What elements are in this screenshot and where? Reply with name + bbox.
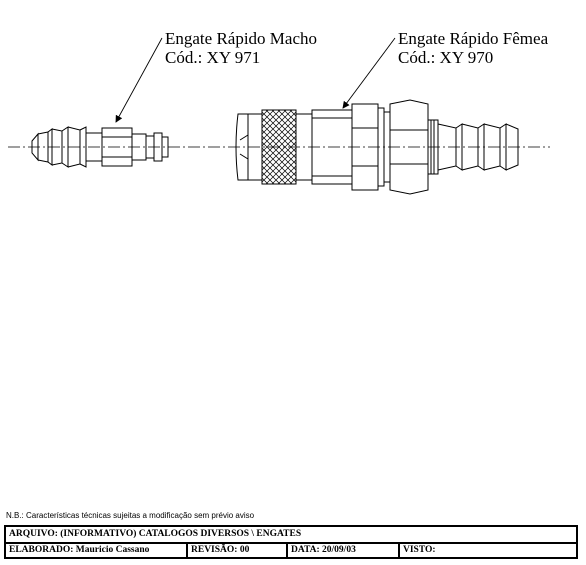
male-coupling-callout: Engate Rápido Macho Cód.: XY 971 xyxy=(165,29,317,67)
title-block-info-row: ELABORADO: Mauricio Cassano REVISÃO: 00 … xyxy=(6,543,576,558)
approval-label: VISTO: xyxy=(403,545,436,555)
female-coupling-title: Engate Rápido Fêmea xyxy=(398,29,549,48)
technical-drawing xyxy=(8,37,550,195)
file-label: ARQUIVO: (INFORMATIVO) CATALOGOS DIVERSO… xyxy=(9,529,302,539)
author-cell: ELABORADO: Mauricio Cassano xyxy=(6,543,186,558)
revision-label: REVISÃO: 00 xyxy=(191,545,250,555)
male-coupling-code: Cód.: XY 971 xyxy=(165,48,261,67)
date-label: DATA: 20/09/03 xyxy=(291,545,356,555)
revision-cell: REVISÃO: 00 xyxy=(186,543,286,558)
disclaimer-note: N.B.: Características técnicas sujeitas … xyxy=(6,511,255,520)
female-coupling-drawing xyxy=(235,99,519,195)
female-leader-line xyxy=(342,37,396,109)
male-leader-line xyxy=(115,37,163,123)
male-coupling-drawing xyxy=(31,126,169,168)
female-coupling-callout: Engate Rápido Fêmea Cód.: XY 970 xyxy=(398,29,548,67)
male-coupling-title: Engate Rápido Macho xyxy=(165,29,318,48)
author-label: ELABORADO: Mauricio Cassano xyxy=(9,545,150,555)
leader-lines xyxy=(115,37,396,123)
date-cell: DATA: 20/09/03 xyxy=(286,543,398,558)
approval-cell: VISTO: xyxy=(398,543,576,558)
title-block-file-row: ARQUIVO: (INFORMATIVO) CATALOGOS DIVERSO… xyxy=(6,527,576,544)
title-block: ARQUIVO: (INFORMATIVO) CATALOGOS DIVERSO… xyxy=(4,525,578,559)
female-coupling-code: Cód.: XY 970 xyxy=(398,48,494,67)
